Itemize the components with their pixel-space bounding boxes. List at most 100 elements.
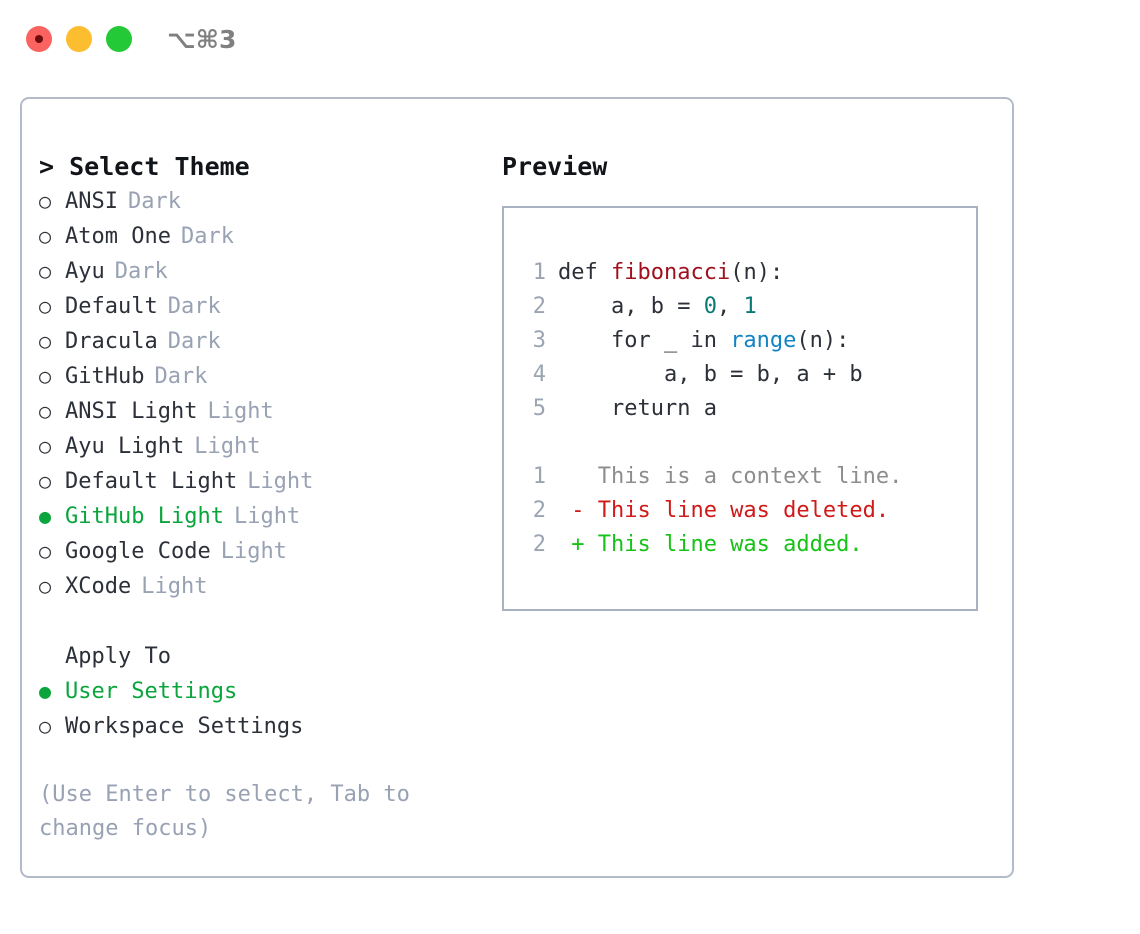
theme-option-variant: Light xyxy=(207,399,274,424)
code-token: - This line was deleted. xyxy=(558,498,890,523)
line-content: a, b = b, a + b xyxy=(558,358,863,392)
close-button[interactable] xyxy=(26,26,52,52)
line-number: 1 xyxy=(532,464,546,489)
theme-option-variant: Light xyxy=(220,539,287,564)
code-token: return a xyxy=(558,396,717,421)
theme-option-variant: Dark xyxy=(114,259,168,284)
line-number: 5 xyxy=(532,396,546,421)
line-content: a, b = 0, 1 xyxy=(558,290,757,324)
radio-unselected-icon: ○ xyxy=(39,294,52,318)
theme-option-label: Dracula xyxy=(65,329,158,354)
theme-option-label: GitHub xyxy=(65,364,145,389)
code-token: This is a context line. xyxy=(558,464,903,489)
code-token: (n): xyxy=(730,260,784,285)
radio-selected-icon: ● xyxy=(39,679,52,703)
apply-to-section: Apply To ● User Settings ○ Workspace Settin… xyxy=(39,640,479,744)
apply-to-option-workspace-settings[interactable]: ○ Workspace Settings xyxy=(39,709,479,744)
window-controls xyxy=(26,26,132,52)
radio-unselected-icon: ○ xyxy=(39,364,52,388)
theme-option-variant: Light xyxy=(233,504,301,529)
code-line: 4 a, b = b, a + b xyxy=(516,358,976,392)
apply-to-option-label: User Settings xyxy=(65,679,238,704)
theme-option-label: Default xyxy=(65,294,158,319)
maximize-button[interactable] xyxy=(106,26,132,52)
code-line: 5 return a xyxy=(516,392,976,426)
theme-option-variant: Dark xyxy=(167,329,221,354)
spacer xyxy=(516,426,976,460)
apply-to-option-user-settings[interactable]: ● User Settings xyxy=(39,674,479,709)
apply-to-heading: Apply To xyxy=(65,644,171,669)
line-content: - This line was deleted. xyxy=(558,494,889,528)
line-content: for _ in range(n): xyxy=(558,324,849,358)
theme-option-label: GitHub Light xyxy=(65,504,224,529)
code-token: a, b = b, a + b xyxy=(558,362,863,387)
diff-line: 2 - This line was deleted. xyxy=(516,494,976,528)
theme-option-variant: Dark xyxy=(127,189,181,214)
theme-option-variant: Dark xyxy=(154,364,208,389)
theme-option-variant: Light xyxy=(194,434,261,459)
code-token: a, b = xyxy=(558,294,704,319)
theme-option-ansi[interactable]: ○ ANSI Dark xyxy=(39,184,479,219)
code-token: fibonacci xyxy=(610,260,731,285)
line-number: 2 xyxy=(532,294,546,319)
radio-unselected-icon: ○ xyxy=(39,714,52,738)
minimize-button[interactable] xyxy=(66,26,92,52)
theme-option-label: Atom One xyxy=(65,224,171,249)
code-token: + This line was added. xyxy=(558,532,863,557)
theme-option-default[interactable]: ○ Default Dark xyxy=(39,289,479,324)
preview-title: Preview xyxy=(502,152,608,181)
preview-column: Preview 1 def fibonacci(n): 2 a, b = 0, 1 3… xyxy=(502,150,992,611)
code-token: range xyxy=(730,328,797,353)
radio-selected-icon: ● xyxy=(39,504,52,528)
theme-option-google-code[interactable]: ○ Google Code Light xyxy=(39,534,479,569)
code-line: 2 a, b = 0, 1 xyxy=(516,290,976,324)
radio-unselected-icon: ○ xyxy=(39,399,52,423)
radio-unselected-icon: ○ xyxy=(39,539,52,563)
theme-option-label: ANSI Light xyxy=(65,399,198,424)
theme-option-variant: Dark xyxy=(167,294,221,319)
line-content: This is a context line. xyxy=(558,460,903,494)
keyboard-hint: (Use Enter to select, Tab to change focu… xyxy=(39,782,410,841)
line-number: 1 xyxy=(532,260,546,285)
code-token: def xyxy=(558,260,611,285)
theme-option-github[interactable]: ○ GitHub Dark xyxy=(39,359,479,394)
theme-option-variant: Light xyxy=(141,574,208,599)
radio-unselected-icon: ○ xyxy=(39,189,52,213)
line-content: return a xyxy=(558,392,717,426)
radio-unselected-icon: ○ xyxy=(39,574,52,598)
preview-box: 1 def fibonacci(n): 2 a, b = 0, 1 3 for _ i… xyxy=(502,206,978,611)
apply-to-list: ● User Settings ○ Workspace Settings xyxy=(39,674,479,744)
code-line: 1 def fibonacci(n): xyxy=(516,256,976,290)
code-sample: 1 def fibonacci(n): 2 a, b = 0, 1 3 for _ i… xyxy=(516,256,976,426)
code-token: 1 xyxy=(743,294,757,319)
diff-line: 1 This is a context line. xyxy=(516,460,976,494)
theme-option-label: ANSI xyxy=(65,189,118,214)
title-bar: ⌥⌘3 xyxy=(0,0,1140,78)
theme-option-ansi-light[interactable]: ○ ANSI Light Light xyxy=(39,394,479,429)
theme-option-github-light[interactable]: ● GitHub Light Light xyxy=(39,499,479,534)
radio-unselected-icon: ○ xyxy=(39,434,52,458)
diff-sample: 1 This is a context line.2 - This line w… xyxy=(516,460,976,562)
line-number: 4 xyxy=(532,362,546,387)
theme-option-label: Ayu xyxy=(65,259,105,284)
apply-to-option-label: Workspace Settings xyxy=(65,714,304,739)
page-title: > Select Theme xyxy=(39,152,250,181)
code-token: 0 xyxy=(703,294,717,319)
radio-unselected-icon: ○ xyxy=(39,469,52,493)
keyboard-shortcut-label: ⌥⌘3 xyxy=(167,24,237,54)
line-content: + This line was added. xyxy=(558,528,863,562)
radio-unselected-icon: ○ xyxy=(39,329,52,353)
line-number: 3 xyxy=(532,328,546,353)
theme-option-label: Google Code xyxy=(65,539,211,564)
code-token: for _ in xyxy=(558,328,731,353)
theme-option-dracula[interactable]: ○ Dracula Dark xyxy=(39,324,479,359)
